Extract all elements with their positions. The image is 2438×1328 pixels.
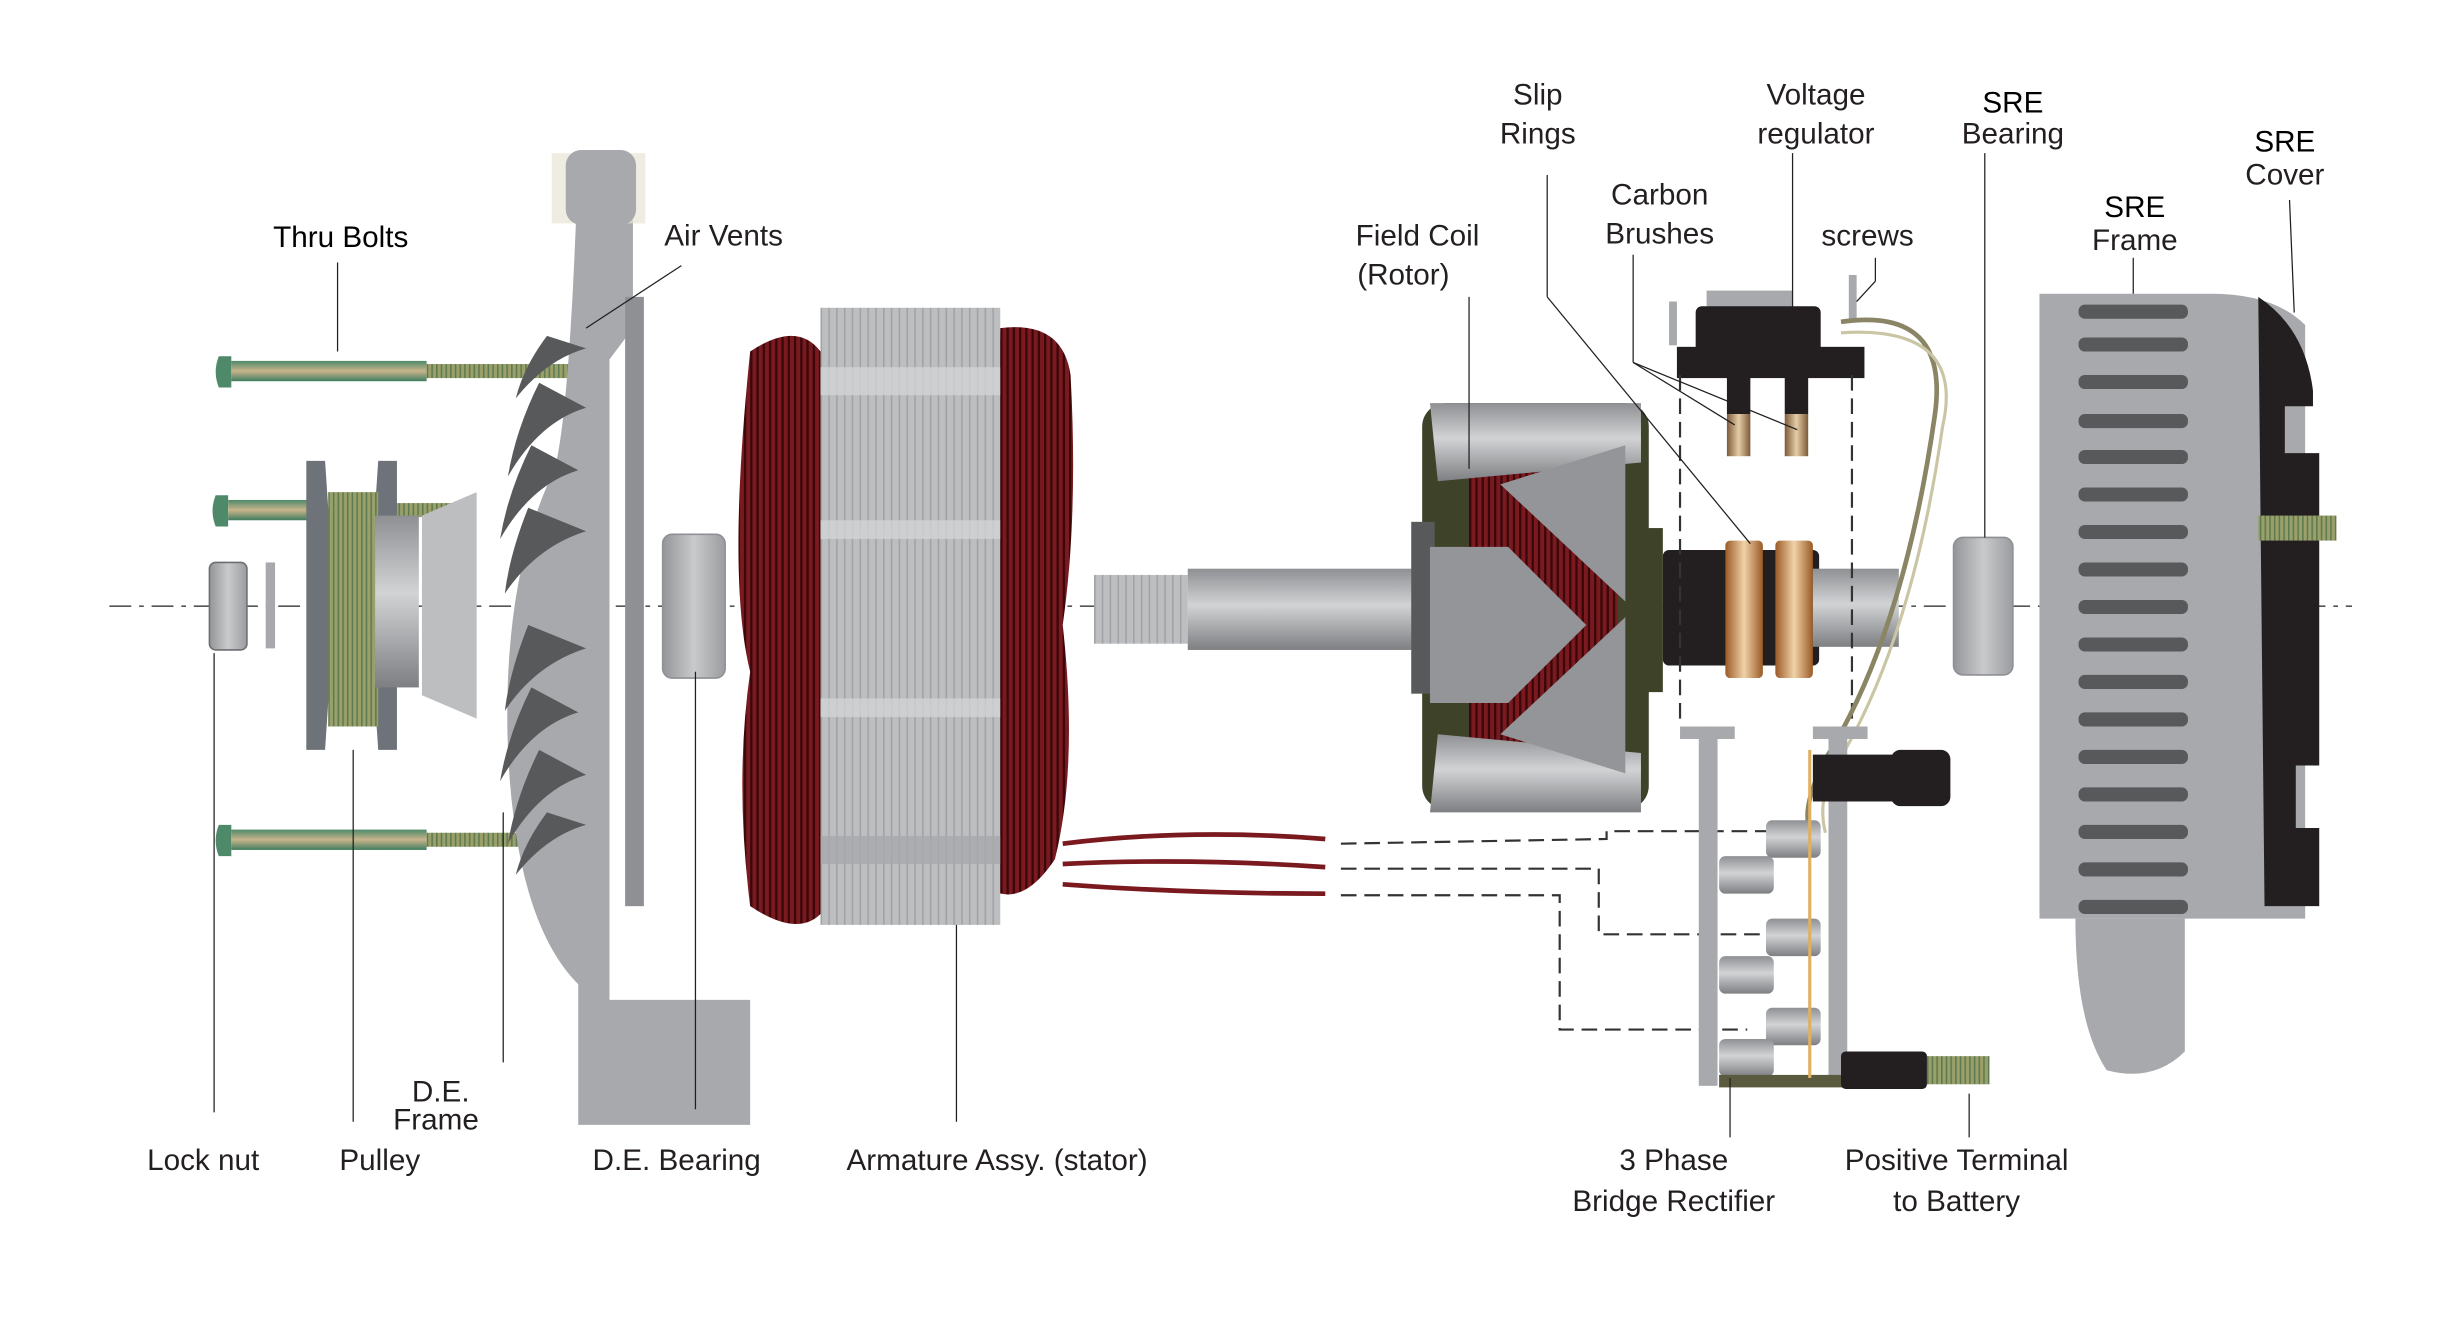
air-vents — [500, 335, 587, 875]
sre-bearing — [1952, 536, 2014, 676]
leader-lines — [213, 153, 2295, 1138]
label-field-coil-line1: Field Coil — [1356, 219, 1480, 252]
rectifier-connector — [1812, 749, 1951, 807]
brush-holder-dashed-outline — [1678, 374, 1854, 719]
carbon-brushes — [1726, 374, 1809, 457]
sre-cover — [2258, 296, 2337, 907]
screws — [1669, 274, 1857, 346]
label-sre-bearing-line2: Bearing — [1962, 118, 2064, 151]
rotor-shaft — [1093, 568, 1423, 650]
label-field-coil-line2: (Rotor) — [1357, 258, 1449, 291]
label-carbon-brushes-line2: Brushes — [1605, 218, 1714, 251]
label-armature: Armature Assy. (stator) — [846, 1144, 1147, 1177]
label-screws: screws — [1821, 219, 1913, 252]
bridge-rectifier — [1680, 726, 1868, 1088]
label-rectifier-line1: 3 Phase — [1619, 1144, 1728, 1177]
diode — [1719, 856, 1774, 894]
label-air-vents: Air Vents — [664, 219, 783, 252]
labels: Thru Bolts Air Vents Lock nut Pulley D.E… — [147, 79, 2324, 1218]
label-sre-cover-line1: SRE — [2254, 126, 2315, 159]
positive-terminal — [1841, 1051, 1990, 1089]
diode — [1765, 918, 1821, 957]
label-thru-bolts: Thru Bolts — [273, 221, 408, 254]
label-positive-terminal-line1: Positive Terminal — [1845, 1144, 2069, 1177]
label-de-bearing: D.E. Bearing — [593, 1144, 761, 1177]
lock-nut — [208, 561, 276, 651]
label-voltage-regulator-line1: Voltage — [1766, 79, 1865, 112]
thru-bolt-top — [215, 356, 591, 388]
diode — [1719, 1038, 1774, 1077]
diode — [1765, 1007, 1821, 1046]
label-slip-rings-line1: Slip — [1513, 79, 1562, 112]
sre-frame-slots — [2078, 304, 2188, 914]
pulley — [306, 460, 419, 750]
voltage-regulator — [1676, 290, 1865, 379]
label-sre-frame-line1: SRE — [2104, 191, 2165, 224]
diode — [1765, 820, 1821, 858]
sre-frame — [2039, 293, 2306, 1074]
label-rectifier-line2: Bridge Rectifier — [1572, 1185, 1775, 1218]
label-carbon-brushes-line1: Carbon — [1611, 179, 1708, 212]
label-pulley: Pulley — [339, 1144, 420, 1177]
label-de-frame-line2: Frame — [393, 1104, 479, 1137]
label-de-frame-line1: D.E. — [412, 1075, 470, 1108]
armature-stator — [738, 307, 1326, 925]
slip-rings — [1662, 540, 1899, 679]
de-bearing — [661, 533, 726, 679]
label-sre-frame-line2: Frame — [2092, 224, 2178, 257]
de-frame — [421, 149, 751, 1125]
label-slip-rings-line2: Rings — [1500, 118, 1576, 151]
diode — [1719, 956, 1774, 994]
label-voltage-regulator-line2: regulator — [1757, 118, 1874, 151]
label-positive-terminal-line2: to Battery — [1893, 1185, 2020, 1218]
field-coil-rotor — [1411, 403, 1663, 813]
label-lock-nut: Lock nut — [147, 1144, 260, 1177]
label-sre-bearing-line1: SRE — [1982, 86, 2043, 119]
label-sre-cover-line2: Cover — [2245, 158, 2324, 191]
